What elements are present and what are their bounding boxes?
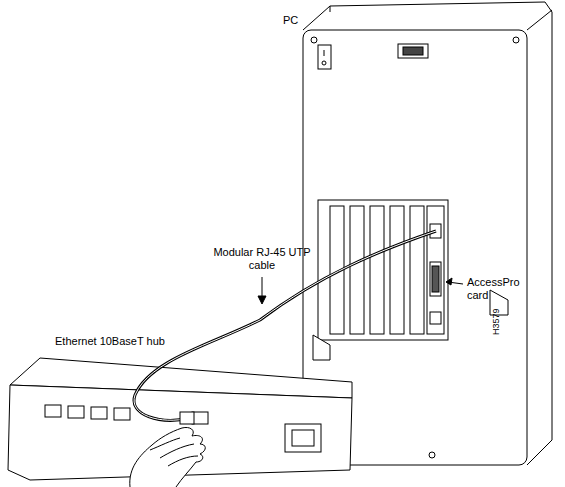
db-connector: [430, 262, 441, 296]
screw: [311, 37, 317, 43]
figure-number: H3579: [490, 308, 503, 335]
power-inlet: [292, 430, 314, 446]
accesspro-card: [427, 206, 444, 334]
cable-label: Modular RJ-45 UTP cable: [212, 246, 312, 272]
pc-foot: [313, 335, 330, 360]
pc-edge: [330, 6, 552, 30]
part-label: AccessPro card: [467, 276, 529, 302]
arrowhead: [446, 278, 452, 285]
switch-mark: [324, 50, 325, 56]
utp-cable: [134, 231, 436, 420]
device-label: Ethernet 10BaseT hub: [55, 335, 165, 348]
screw: [429, 452, 435, 458]
switch-mark: [322, 61, 326, 65]
utp-cable: [134, 231, 436, 420]
hub-port: [45, 405, 208, 424]
rj45-plug: [180, 412, 194, 424]
device-label: PC: [283, 14, 298, 27]
arrowhead: [258, 296, 266, 304]
slot-area: [318, 200, 448, 340]
hand-fingers: [150, 438, 198, 466]
serial-port: [403, 47, 423, 55]
db-connector: [432, 266, 439, 292]
power-switch: [318, 45, 331, 69]
power-inlet: [285, 424, 321, 452]
serial-port: [398, 44, 428, 58]
hand: [130, 427, 205, 487]
small-port: [430, 312, 441, 324]
screw: [513, 37, 519, 43]
